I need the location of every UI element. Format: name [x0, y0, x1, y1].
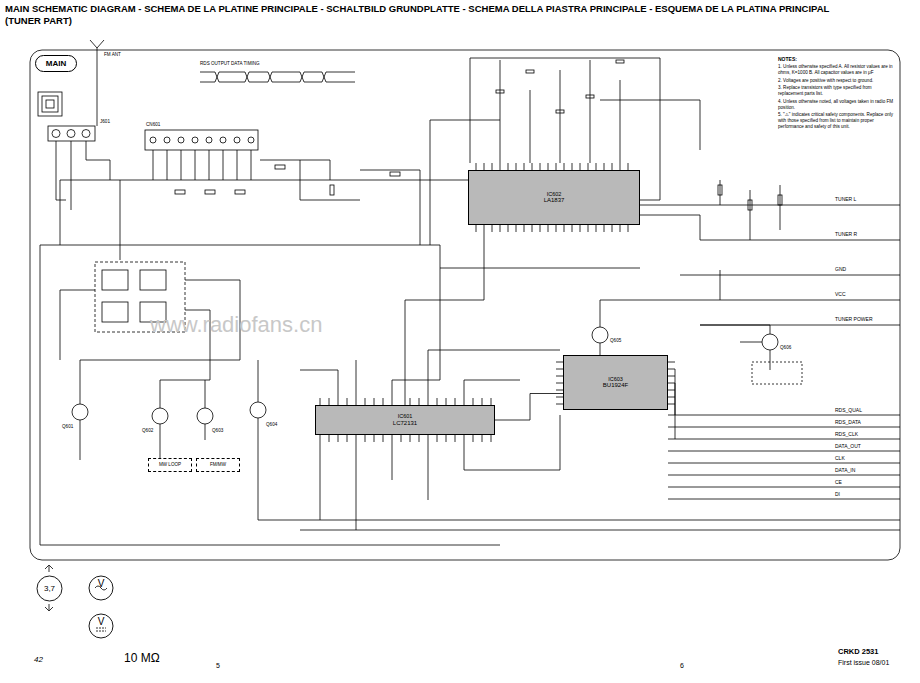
voltage-symbol	[45, 565, 107, 631]
voltmeter-symbol: V	[88, 575, 114, 601]
signal-name: RDS_QUAL	[835, 408, 862, 414]
signal-name: DATA_IN	[835, 468, 855, 474]
page-number: 6	[680, 662, 684, 670]
resistor-symbol	[175, 165, 400, 195]
signal-name: TUNER R	[835, 232, 857, 238]
wire-connector	[405, 225, 484, 405]
document-code: CRKD 2531	[838, 648, 878, 657]
transistor-symbol	[72, 360, 266, 520]
signal-name: TUNER POWER	[835, 317, 873, 323]
node-text: MW LOOP	[159, 462, 181, 467]
signal-name: CE	[835, 480, 842, 486]
note-text: 2. Voltages are positive with respect to…	[778, 78, 894, 84]
node-text: LC72131	[393, 420, 417, 427]
note-text: 4. Unless otherwise noted, all voltages …	[778, 99, 894, 110]
antenna-symbol	[90, 40, 104, 74]
signal-name: DI	[835, 492, 840, 498]
ic-chip: IC602LA1837	[468, 170, 640, 225]
node-text: FM/MW	[210, 462, 226, 467]
page-number: 5	[216, 662, 220, 670]
signal-name: VCC	[835, 292, 846, 298]
resistor-symbol	[718, 185, 782, 210]
node-text: 3,7	[44, 584, 55, 593]
node-text: V	[98, 578, 105, 590]
part-name: Q603	[212, 428, 223, 433]
signal-name: TUNER L	[835, 197, 856, 203]
node-text: IC602	[547, 191, 562, 197]
callout-number: 42	[34, 655, 43, 664]
voltmeter-symbol: V	[88, 613, 114, 639]
wire	[300, 268, 560, 530]
wire	[40, 245, 900, 545]
impedance-value: 10 MΩ	[124, 652, 160, 666]
node-text: IC601	[398, 413, 413, 419]
signal-name: RDS_CLK	[835, 432, 858, 438]
issue-date: First issue 08/01	[838, 659, 889, 667]
node-text: IC603	[608, 376, 623, 382]
node-text: V	[98, 616, 105, 628]
connector-symbol	[145, 130, 258, 180]
loop-coil-symbol	[38, 92, 62, 116]
part-name: Q601	[62, 424, 73, 429]
note-text: 5. "⚠" indicates critical safety compone…	[778, 112, 894, 129]
signal-name: GND	[835, 267, 846, 273]
part-name: Q602	[142, 428, 153, 433]
option-box: FM/MW	[196, 458, 240, 472]
wire	[720, 180, 780, 300]
title-suffix: (TUNER PART)	[5, 16, 72, 27]
page-title: MAIN SCHEMATIC DIAGRAM - SCHEMA DE LA PL…	[5, 4, 829, 15]
wire	[260, 160, 420, 245]
circle-outline	[37, 576, 62, 601]
wire-connector	[495, 394, 563, 421]
option-box: MW LOOP	[148, 458, 192, 472]
part-name: J601	[100, 119, 110, 124]
part-name: Q605	[610, 338, 621, 343]
schematic-frame	[30, 50, 900, 560]
notes-heading: NOTES:	[778, 56, 894, 62]
node-text: LA1837	[544, 197, 565, 204]
part-name: Q604	[266, 422, 277, 427]
part-name: CN601	[146, 122, 160, 127]
test-point-symbol: 3,7	[36, 575, 63, 602]
signal-name: CLK	[835, 456, 845, 462]
circle-outline	[89, 614, 113, 638]
ic-chip: IC603BU1924F	[563, 355, 668, 410]
wire	[430, 58, 700, 245]
ic-chip: IC601LC72131	[315, 405, 495, 435]
timing-waveform	[200, 72, 355, 82]
note-text: 3. Replace transistors with type specifi…	[778, 85, 894, 96]
notes-block: NOTES: 1. Unless otherwise specified A. A…	[778, 56, 894, 132]
section-tag: MAIN	[35, 55, 77, 72]
watermark: www.radiofans.cn	[150, 312, 322, 337]
node-text: MAIN	[46, 59, 66, 68]
part-name: Q606	[780, 345, 791, 350]
signal-name: DATA_OUT	[835, 444, 861, 450]
note-text: 1. Unless otherwise specified A. All res…	[778, 64, 894, 75]
capacitor-symbol	[496, 60, 624, 113]
signal-name: RDS_DATA	[835, 420, 861, 426]
antenna-jack	[48, 74, 110, 210]
node-text: BU1924F	[603, 382, 628, 389]
timing-caption: RDS OUTPUT DATA TIMING	[200, 61, 260, 66]
part-name: FM ANT	[104, 52, 121, 57]
circle-outline	[89, 576, 113, 600]
